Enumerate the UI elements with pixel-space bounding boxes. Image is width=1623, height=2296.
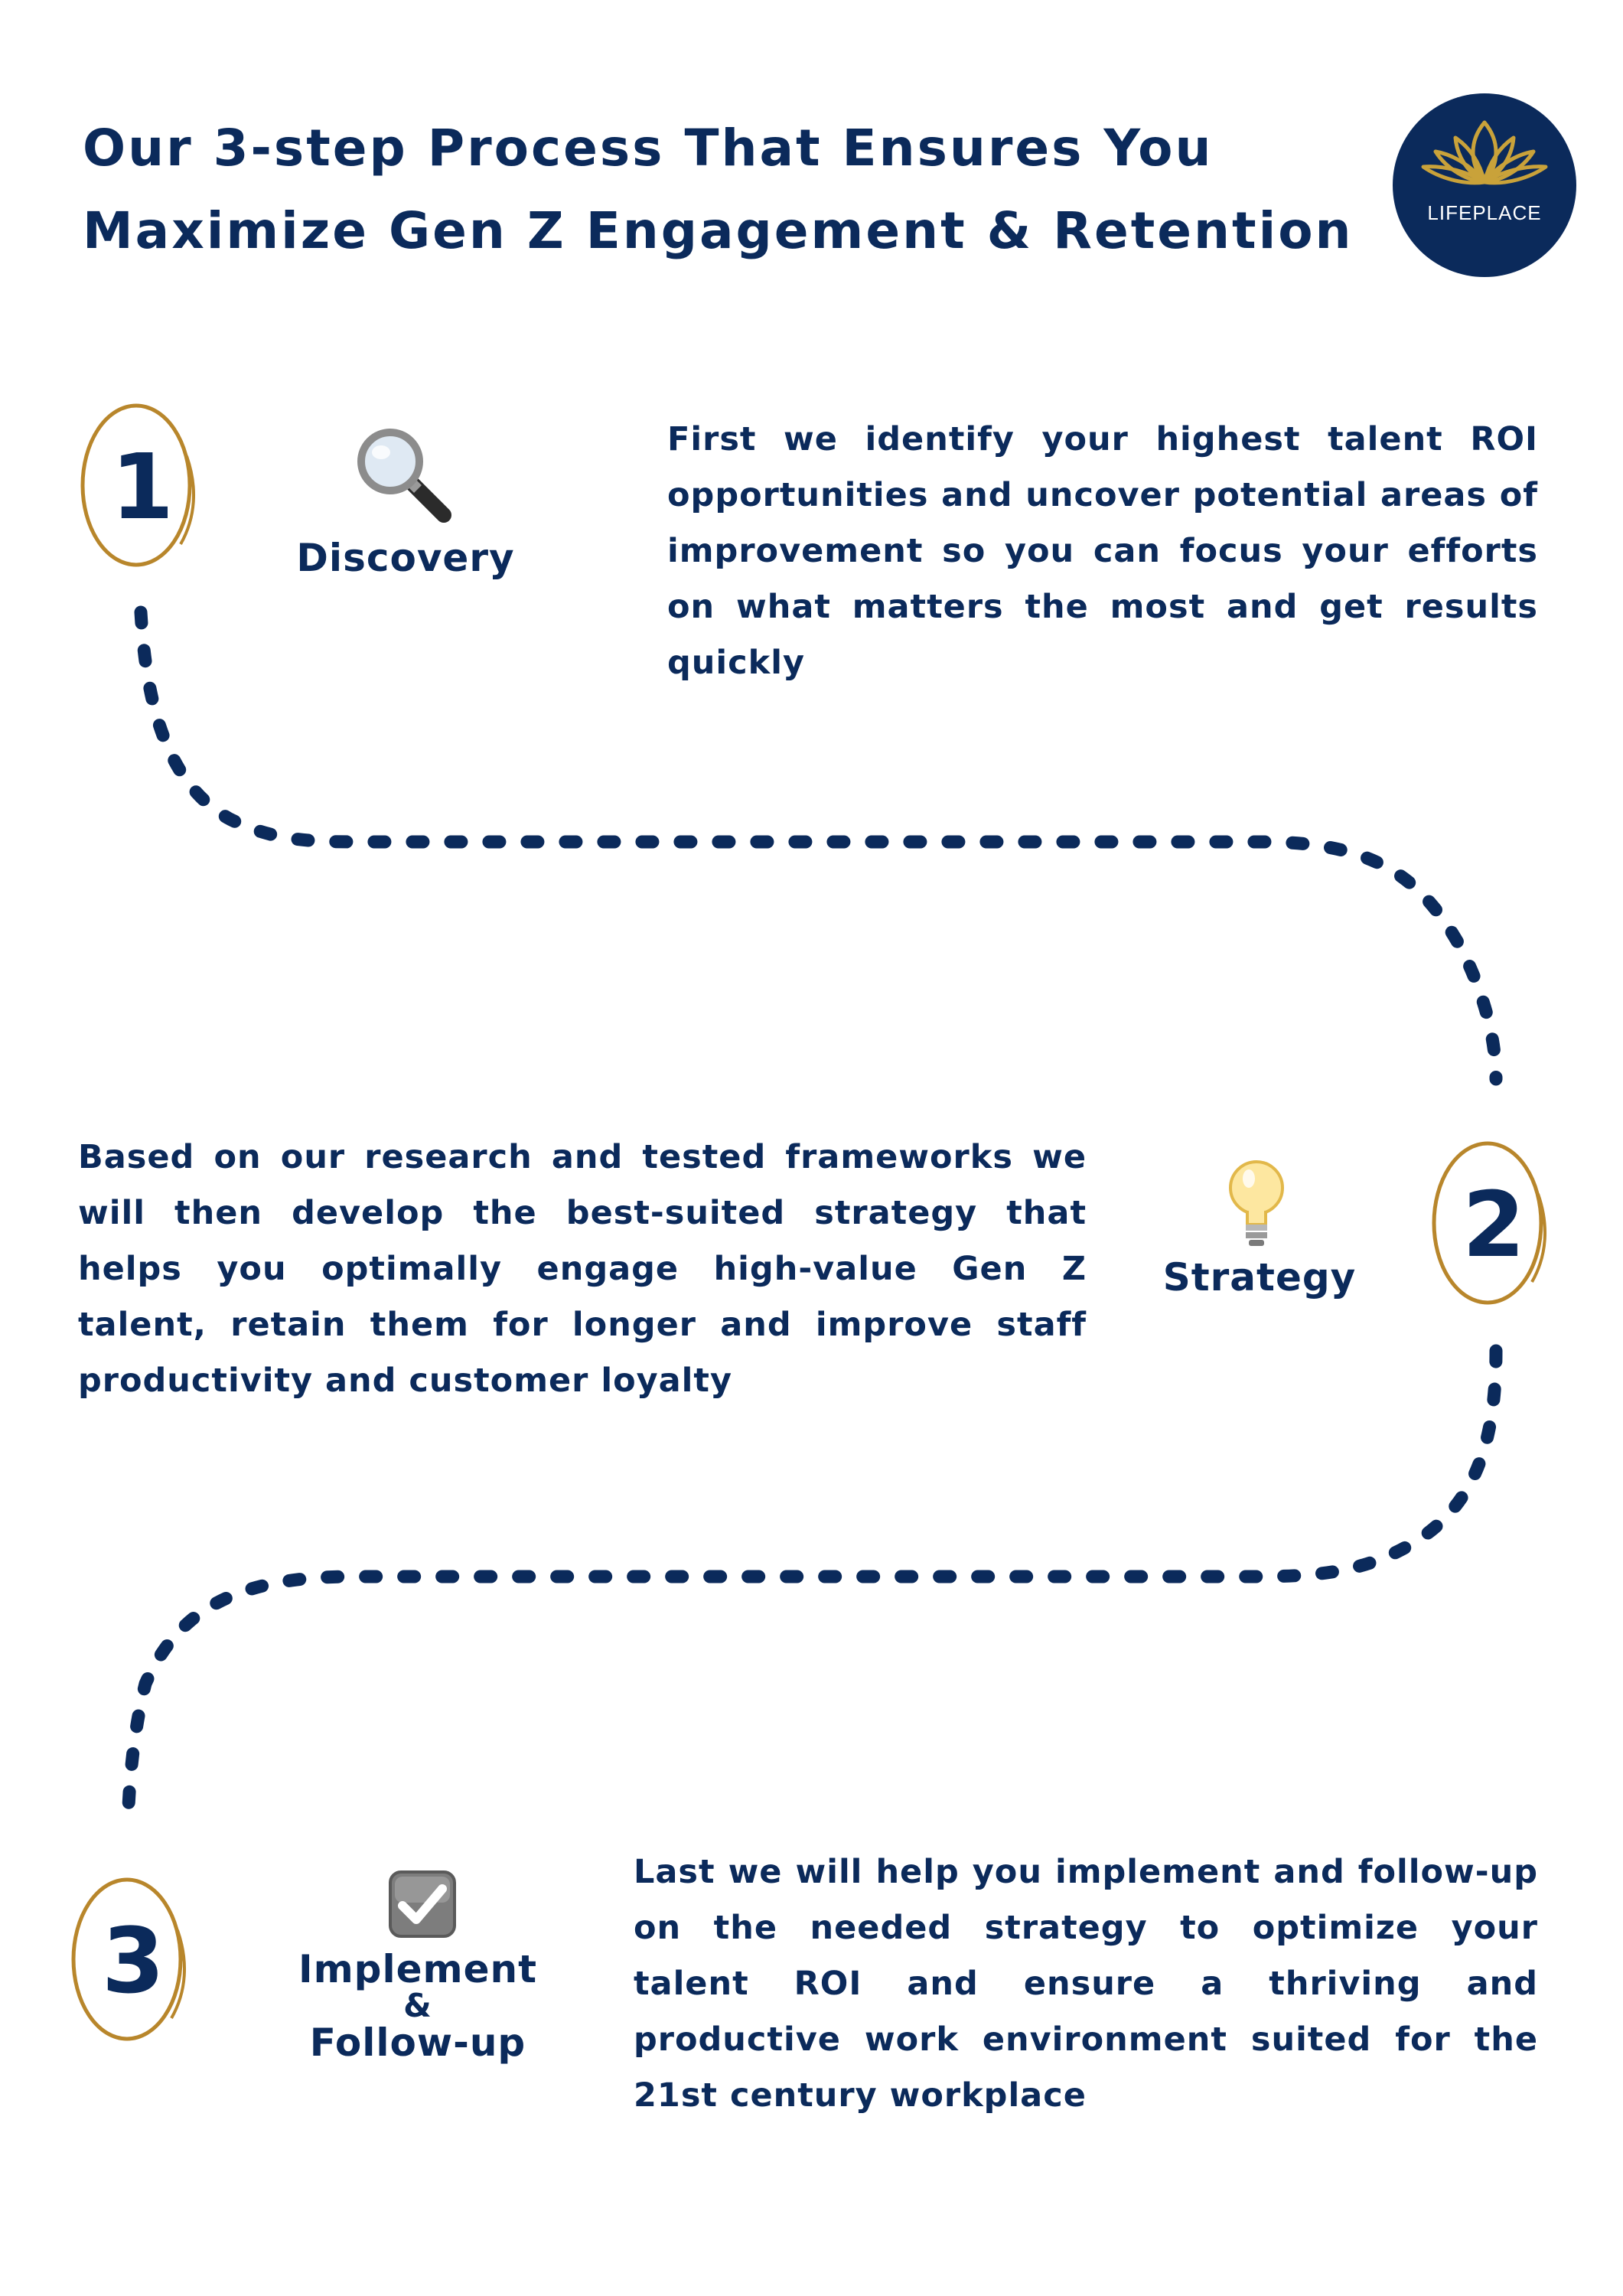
logo-text: LIFEPLACE — [1427, 201, 1541, 224]
page-title-line-1: Our 3-step Process That Ensures You — [83, 119, 1214, 178]
step-3-label: Implement & Follow-up — [257, 1950, 578, 2062]
checkbox-icon — [389, 1870, 456, 1938]
gold-oval-icon — [1432, 1141, 1547, 1305]
step-2-number: 2 — [1462, 1172, 1526, 1277]
page-title: Our 3-step Process That Ensures You Maxi… — [83, 107, 1354, 272]
step-1-label: Discovery — [296, 536, 515, 580]
lotus-icon — [1421, 120, 1548, 185]
step-1-description: First we identify your highest talent RO… — [667, 420, 1538, 682]
lifeplace-logo: LIFEPLACE — [1393, 93, 1576, 277]
step-2-label: Strategy — [1162, 1255, 1357, 1300]
step-3-label-line-1: Implement — [298, 1947, 538, 1991]
step-3-description: Last we will help you implement and foll… — [634, 1853, 1538, 2115]
gold-oval-icon — [71, 1877, 187, 2041]
gold-oval-icon — [80, 403, 196, 567]
lightbulb-icon — [1229, 1160, 1284, 1246]
step-3-number-badge: 3 — [64, 1877, 202, 2045]
step-1-number: 1 — [110, 434, 174, 540]
magnifier-icon — [357, 429, 451, 523]
step-3-label-ampersand: & — [403, 1987, 432, 2024]
step-3-label-line-3: Follow-up — [309, 2020, 526, 2065]
step-2-number-badge: 2 — [1425, 1140, 1563, 1309]
dotted-path-segment-2 — [122, 1344, 1503, 1813]
step-3-number: 3 — [101, 1908, 165, 2014]
step-1-number-badge: 1 — [73, 403, 211, 571]
step-2-description: Based on our research and tested framewo… — [78, 1138, 1087, 1400]
dotted-path-segment-1 — [134, 605, 1503, 1086]
page-title-line-2: Maximize Gen Z Engagement & Retention — [83, 201, 1354, 260]
